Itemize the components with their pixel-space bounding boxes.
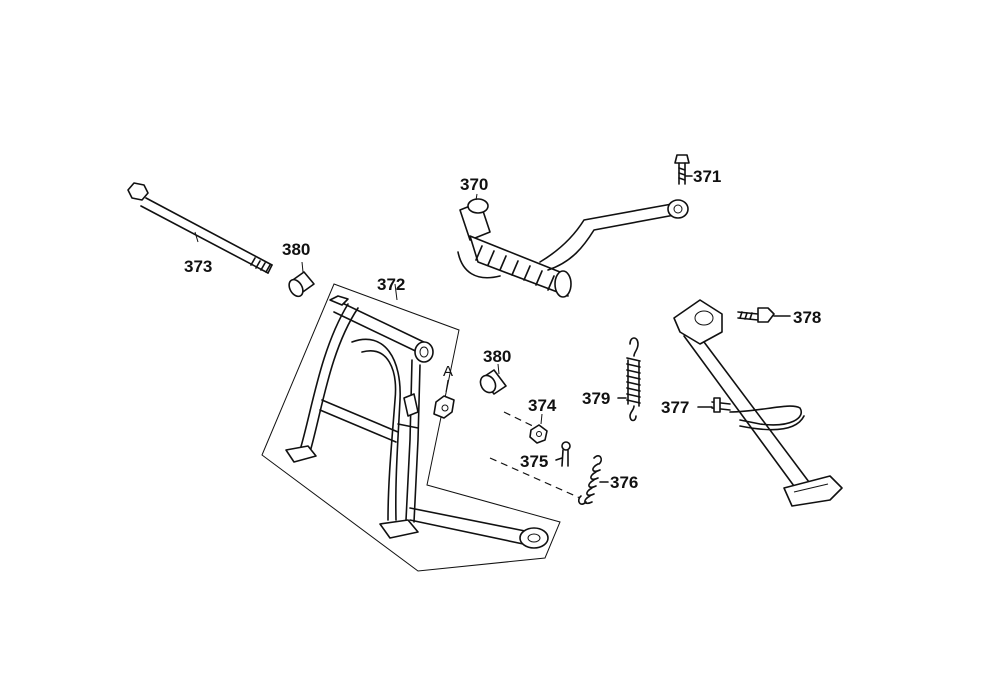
bolt-378 (737, 307, 775, 323)
pin-375 (561, 441, 571, 467)
spring-376 (578, 455, 602, 505)
label-379: 379 (582, 389, 610, 408)
bolt-371 (674, 154, 690, 185)
label-378: 378 (793, 308, 821, 327)
label-371: 371 (693, 167, 721, 186)
label-377: 377 (661, 398, 689, 417)
label-370: 370 (460, 175, 488, 194)
label-376: 376 (610, 473, 638, 492)
main-stand-372 (261, 283, 561, 572)
bushing-380-mid (479, 363, 507, 395)
label-reference-a: A (443, 363, 453, 380)
clip-374 (529, 413, 548, 444)
spring-379 (626, 337, 641, 422)
axle-bolt-373 (127, 182, 273, 274)
label-375: 375 (520, 452, 548, 471)
label-374: 374 (528, 396, 557, 415)
leader-375 (555, 457, 563, 461)
label-372: 372 (377, 275, 405, 294)
label-380-left: 380 (282, 240, 310, 259)
label-380-mid: 380 (483, 347, 511, 366)
bushing-380-left (288, 261, 315, 298)
reference-a (433, 379, 455, 419)
kick-lever-370 (457, 193, 689, 298)
side-stand (673, 299, 843, 507)
bolt-377 (711, 397, 731, 413)
assembly-line-lower (489, 457, 581, 499)
label-373: 373 (184, 257, 212, 276)
